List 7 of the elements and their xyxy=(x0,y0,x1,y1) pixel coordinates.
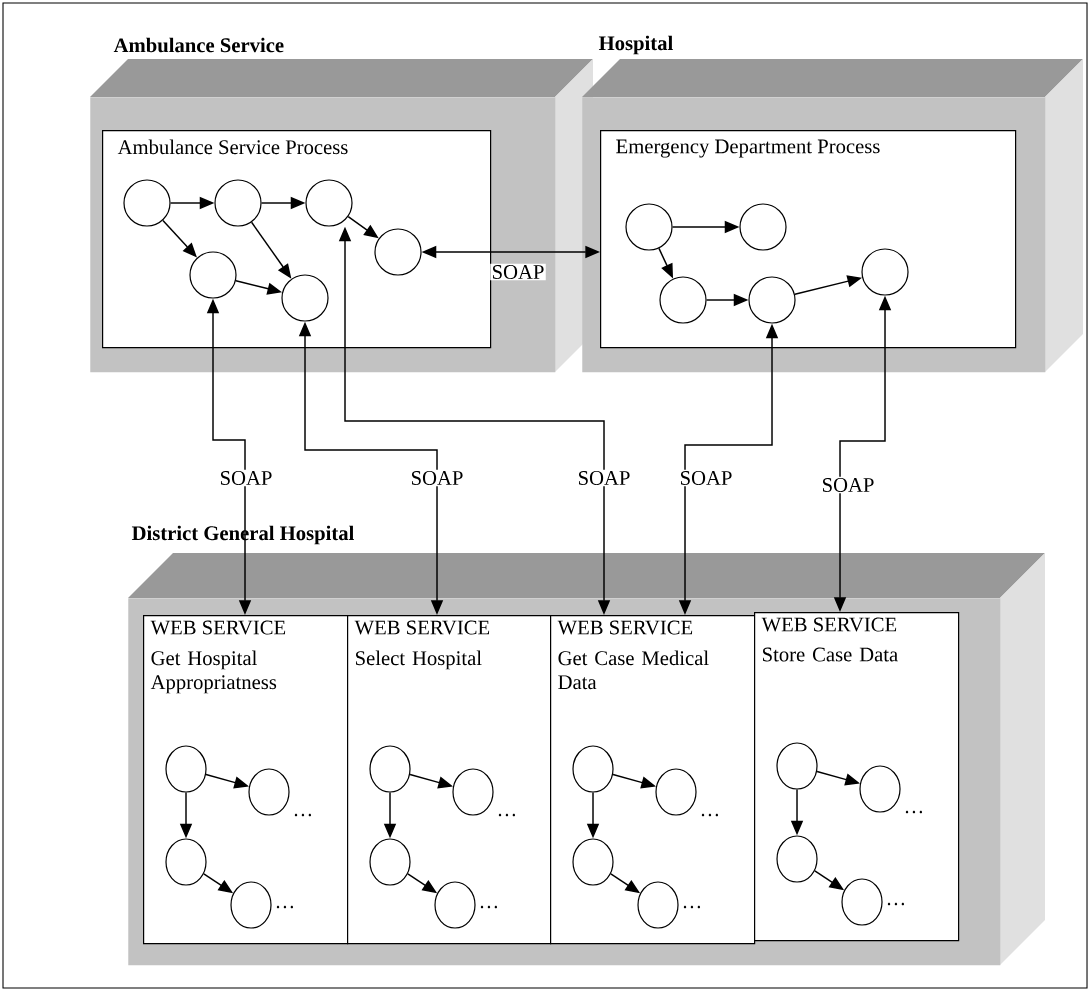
edge-label: SOAP xyxy=(820,476,876,494)
edge-label: SOAP xyxy=(409,469,465,487)
edge-label: SOAP xyxy=(678,469,734,487)
heading: Hospital xyxy=(597,34,675,56)
edge-label: SOAP xyxy=(218,469,274,487)
edge-label: SOAP xyxy=(576,469,632,487)
heading: Ambulance Service xyxy=(112,36,286,54)
